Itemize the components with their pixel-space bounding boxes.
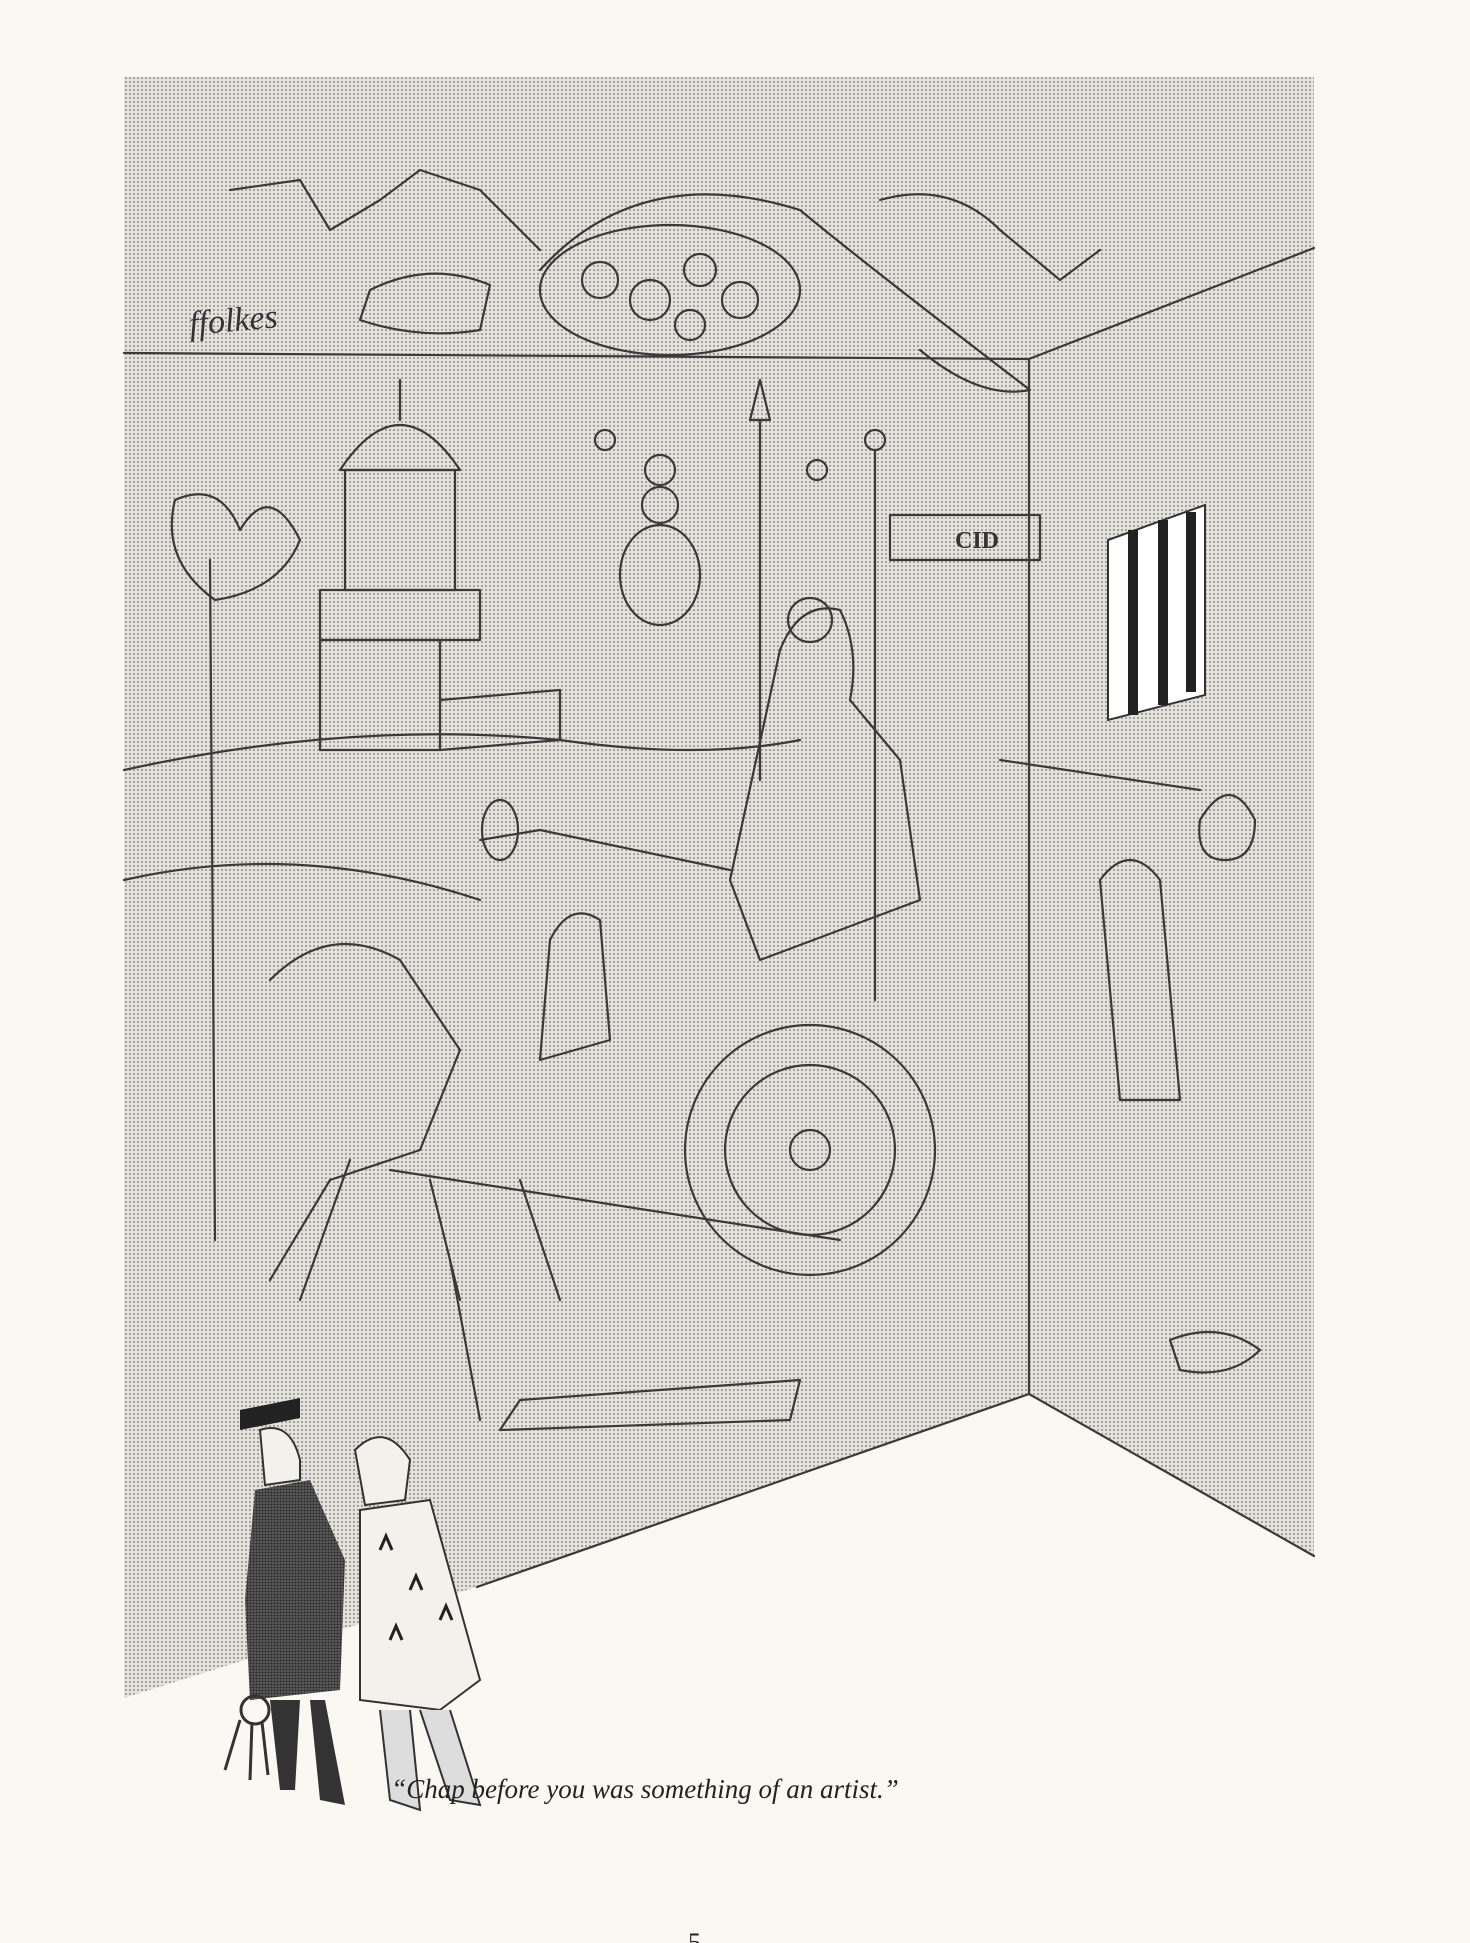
hanging-ornaments (593, 378, 887, 1002)
artist-signature: ffolkes (187, 298, 279, 343)
landscape (122, 493, 1257, 1242)
page-number: 5 (688, 1930, 701, 1943)
ceiling-mural (228, 168, 1102, 393)
jailer-figure (223, 1398, 345, 1805)
room-walls (124, 77, 1314, 1698)
svg-text:CID: CID (955, 528, 999, 554)
cartoon-caption: “Chap before you was something of an art… (391, 1774, 899, 1804)
banner: CID (888, 513, 1042, 562)
barred-window (1107, 503, 1206, 722)
room-edges (122, 246, 1316, 1589)
procession-mural (268, 596, 1262, 1432)
domed-tower (318, 378, 562, 752)
prisoner-figure (353, 1436, 482, 1812)
